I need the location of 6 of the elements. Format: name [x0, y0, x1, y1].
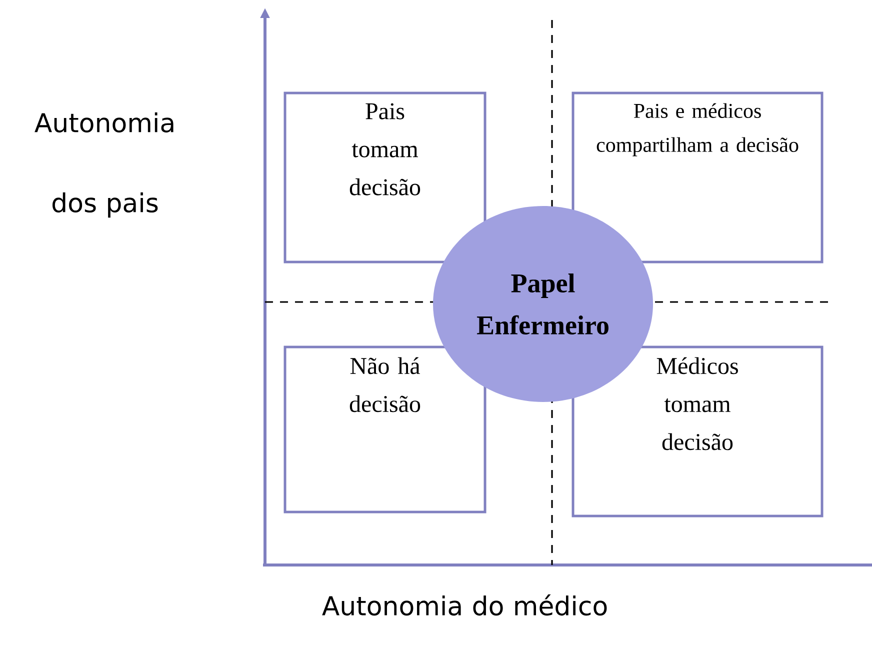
decision-box: Médicos tomam decisão	[572, 346, 824, 518]
axis-label: Autonomia dos pais	[34, 112, 174, 218]
axis-label: Autonomia do médico	[322, 594, 607, 616]
decision-box: Pais tomam decisão	[284, 92, 486, 264]
decision-box: Pais e médicos compartilham a decisão	[572, 92, 824, 264]
decision-box: Não há decisão	[284, 346, 486, 514]
